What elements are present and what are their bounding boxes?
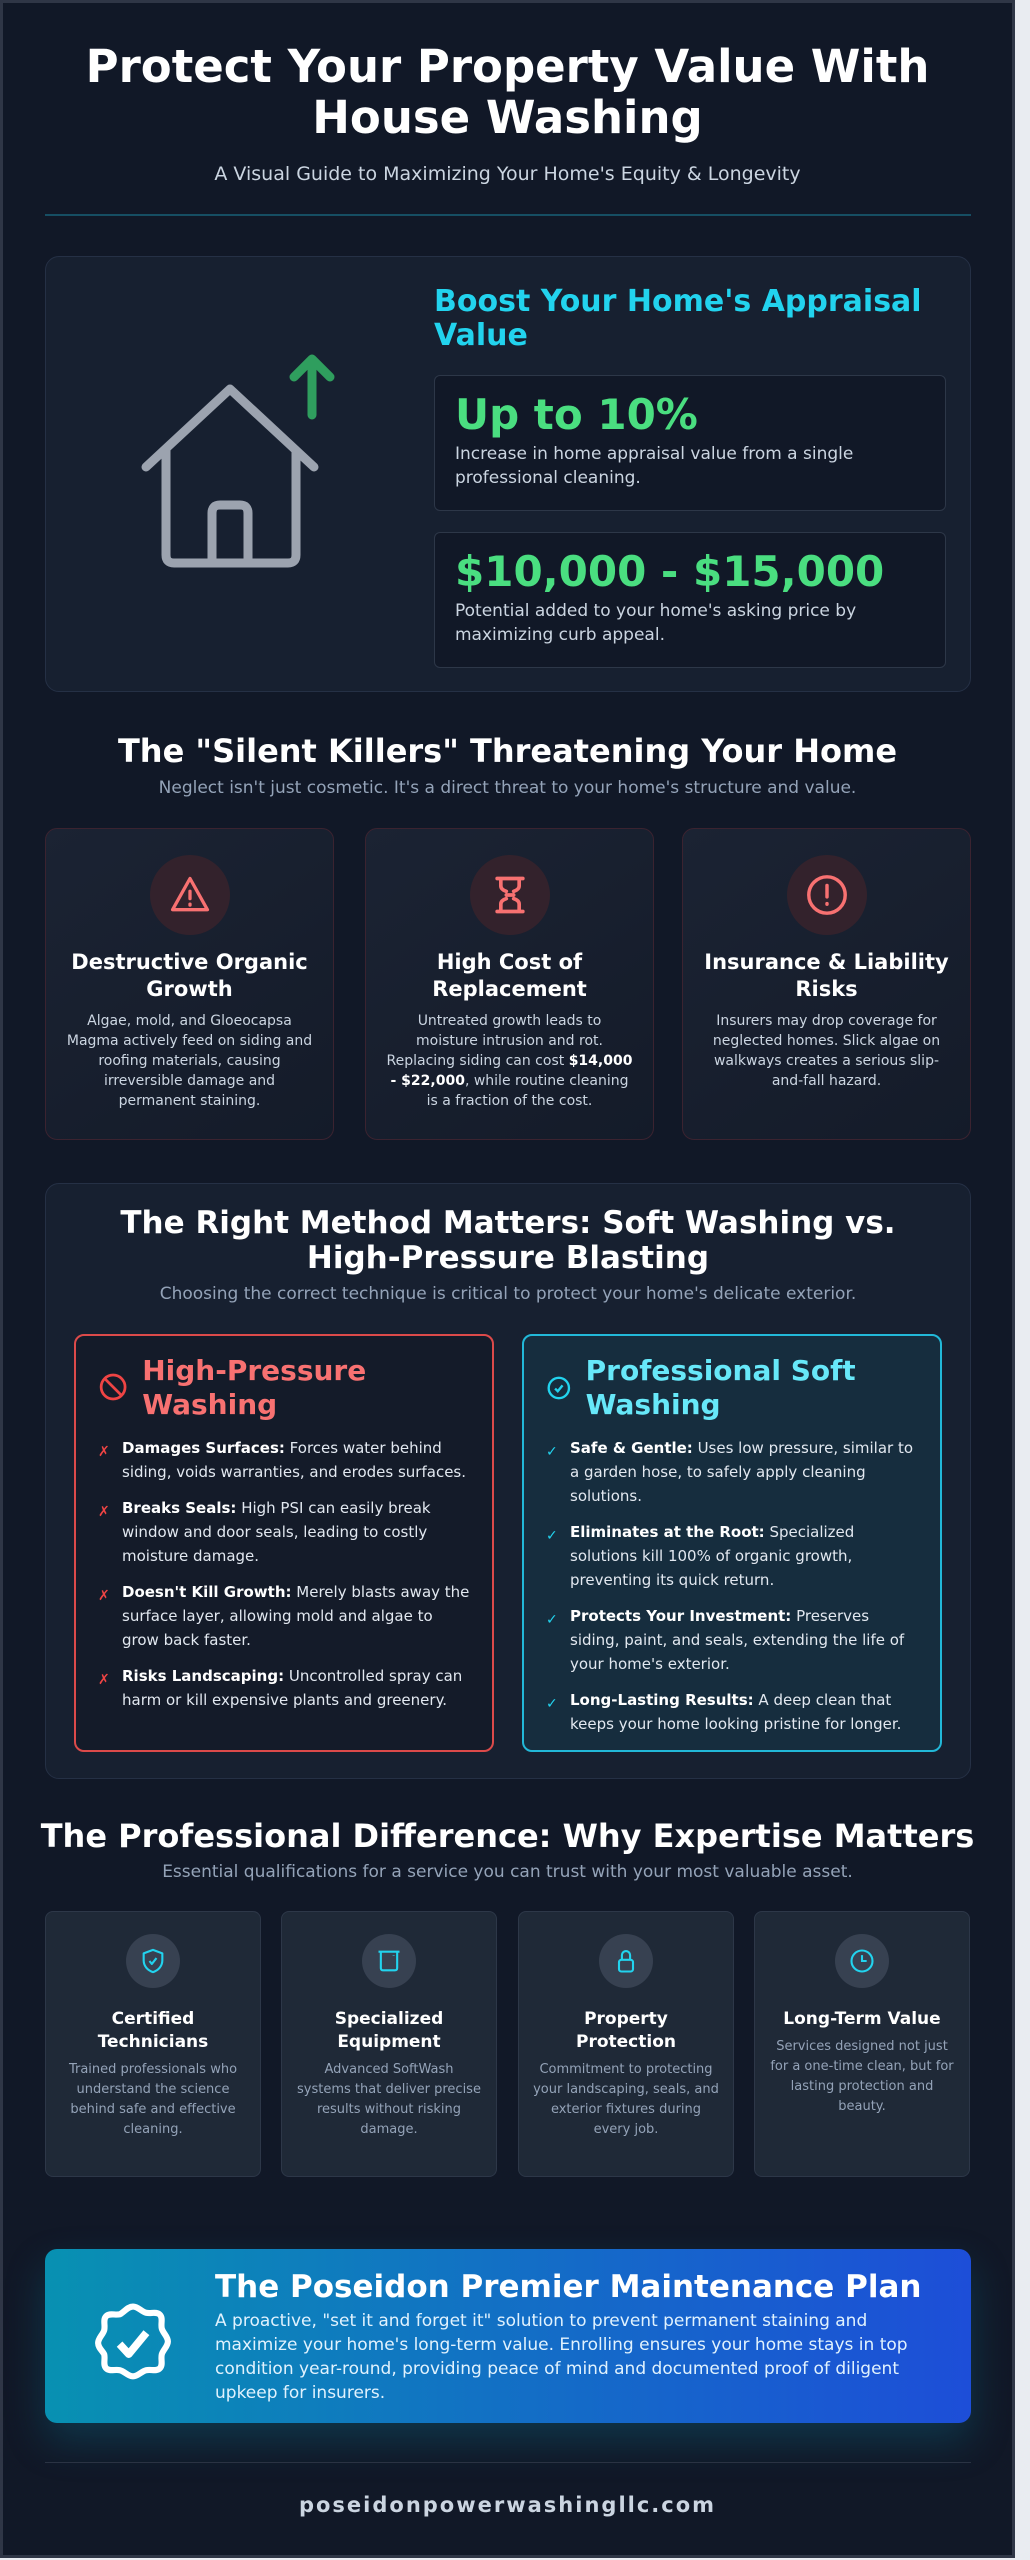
expertise-desc: Commitment to protecting your landscapin… [533,2062,719,2137]
section-subtitle: Neglect isn't just cosmetic. It's a dire… [158,778,857,798]
house-with-up-arrow-icon [141,354,335,568]
check-mark-icon: ✓ [546,1612,558,1628]
check-circle-icon [547,1376,571,1400]
stat-box: Up to 10% Increase in home appraisal val… [434,375,946,511]
check-mark-icon: ✓ [546,1528,558,1544]
item-label: Protects Your Investment: [570,1607,792,1625]
drawback-list: ✗ Damages Surfaces: Forces water behind s… [98,1436,470,1712]
risk-card: Insurance & Liability Risks Insurers may… [682,828,971,1140]
expertise-desc: Advanced SoftWash systems that deliver p… [297,2062,481,2137]
expertise-title: Certified Technicians [97,2009,209,2052]
section-title: The Professional Difference: Why Experti… [40,1817,975,1855]
expertise-card: Property Protection Commitment to protec… [518,1911,734,2177]
expertise-card: Long-Term Value Services designed not ju… [754,1911,970,2177]
plan-desc: A proactive, "set it and forget it" solu… [215,2311,908,2403]
item-label: Eliminates at the Root: [570,1523,765,1541]
item-text: High PSI can easily break window and doo… [122,1499,431,1565]
check-mark-icon: ✓ [546,1696,558,1712]
footer-divider [45,2462,971,2463]
list-item: ✗ Breaks Seals: High PSI can easily break… [98,1496,470,1568]
risk-title: Destructive Organic Growth [71,950,308,1001]
risk-card: High Cost of Replacement Untreated growt… [365,828,654,1140]
stat-value: Up to 10% [455,390,698,439]
hourglass-icon [469,855,550,935]
section-subtitle: Choosing the correct technique is critic… [159,1284,857,1304]
expertise-card: Certified Technicians Trained profession… [45,1911,261,2177]
lock-icon [599,1934,653,1988]
item-text: Preserves siding, paint, and seals, exte… [570,1607,905,1673]
list-item: ✓ Protects Your Investment: Preserves sid… [546,1604,918,1676]
x-mark-icon: ✗ [98,1504,110,1520]
maintenance-plan-banner: The Poseidon Premier Maintenance Plan A … [45,2249,971,2423]
stat-desc: Potential added to your home's asking pr… [455,601,857,645]
shield-check-icon [126,1934,180,1988]
item-label: Doesn't Kill Growth: [122,1583,292,1601]
risk-card: Destructive Organic Growth Algae, mold, … [45,828,334,1140]
ban-icon [99,1373,127,1401]
risk-title: High Cost of Replacement [432,950,587,1001]
risk-title: Insurance & Liability Risks [704,950,949,1001]
list-item: ✗ Doesn't Kill Growth: Merely blasts away… [98,1580,470,1652]
item-text: Uncontrolled spray can harm or kill expe… [122,1667,463,1709]
item-text: Merely blasts away the surface layer, al… [122,1583,470,1649]
expertise-desc: Trained professionals who understand the… [68,2062,238,2137]
risk-desc: Insurers may drop coverage for neglected… [712,1013,941,1089]
box-title: High-Pressure Washing [142,1354,367,1421]
expertise-title: Property Protection [576,2009,676,2052]
stat-desc: Increase in home appraisal value from a … [455,444,854,488]
expertise-desc: Services designed not just for a one-tim… [770,2039,954,2114]
item-label: Damages Surfaces: [122,1439,285,1457]
x-mark-icon: ✗ [98,1588,110,1604]
section-subtitle: Essential qualifications for a service y… [162,1862,853,1882]
equipment-icon [362,1934,416,1988]
risk-desc: Algae, mold, and Gloeocapsa Magma active… [66,1013,313,1109]
method-comparison: The Right Method Matters: Soft Washing v… [45,1183,971,1779]
list-item: ✗ Damages Surfaces: Forces water behind s… [98,1436,470,1484]
list-item: ✓ Long-Lasting Results: A deep clean that… [546,1688,918,1736]
x-mark-icon: ✗ [98,1444,110,1460]
stat-value: $10,000 - $15,000 [455,547,885,596]
alert-circle-icon [786,855,867,935]
list-item: ✗ Risks Landscaping: Uncontrolled spray c… [98,1664,470,1712]
section-title: The Right Method Matters: Soft Washing v… [120,1205,896,1276]
website-link[interactable]: poseidonpowerwashingllc.com [298,2493,717,2517]
benefit-list: ✓ Safe & Gentle: Uses low pressure, simil… [546,1436,918,1736]
appraisal-heading: Boost Your Home's Appraisal Value [434,284,922,353]
item-text: Uses low pressure, similar to a garden h… [570,1439,914,1505]
x-mark-icon: ✗ [98,1672,110,1688]
expertise-card: Specialized Equipment Advanced SoftWash … [281,1911,497,2177]
plan-title: The Poseidon Premier Maintenance Plan [215,2269,922,2305]
check-mark-icon: ✓ [546,1444,558,1460]
item-label: Risks Landscaping: [122,1667,285,1685]
item-text: Specialized solutions kill 100% of organ… [570,1523,855,1589]
item-label: Long-Lasting Results: [570,1691,754,1709]
list-item: ✓ Safe & Gentle: Uses low pressure, simil… [546,1436,918,1508]
verified-badge-icon [95,2303,171,2380]
expertise-title: Specialized Equipment [334,2009,444,2052]
warning-triangle-icon [149,855,230,935]
page-title: Protect Your Property Value With House W… [85,40,930,144]
section-title: The "Silent Killers" Threatening Your Ho… [117,732,898,770]
soft-wash-box: Professional Soft Washing ✓ Safe & Gentle… [522,1334,942,1752]
item-text: Forces water behind siding, voids warran… [122,1439,467,1481]
risk-desc: Untreated growth leads to moisture intru… [386,1013,633,1109]
box-title: Professional Soft Washing [585,1354,856,1421]
clock-icon [835,1934,889,1988]
item-label: Safe & Gentle: [570,1439,693,1457]
high-pressure-box: High-Pressure Washing ✗ Damages Surfaces:… [74,1334,494,1752]
divider [45,214,971,216]
page-subtitle: A Visual Guide to Maximizing Your Home's… [214,163,801,185]
appraisal-card: Boost Your Home's Appraisal Value Up to … [45,256,971,692]
item-text: A deep clean that keeps your home lookin… [570,1691,902,1733]
list-item: ✓ Eliminates at the Root: Specialized sol… [546,1520,918,1592]
item-label: Breaks Seals: [122,1499,237,1517]
stat-box: $10,000 - $15,000 Potential added to you… [434,532,946,668]
expertise-title: Long-Term Value [783,2009,941,2029]
